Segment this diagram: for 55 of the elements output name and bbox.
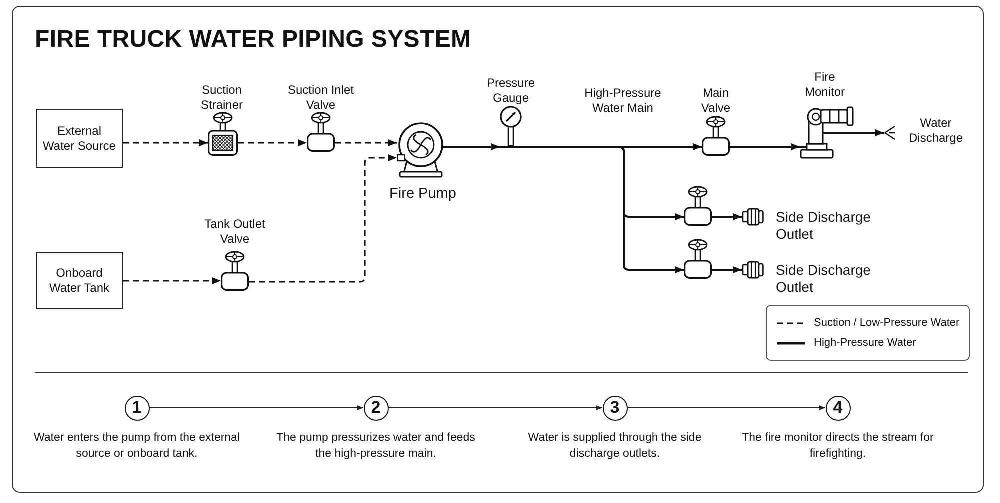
step-circle xyxy=(602,396,628,420)
legend-text: Suction / Low-Pressure Water xyxy=(814,316,960,330)
step-circle xyxy=(364,396,388,420)
component-label: Pressure Gauge xyxy=(486,76,536,106)
flow-arrow xyxy=(522,146,684,274)
flow-arrow xyxy=(238,139,307,147)
flow-arrow xyxy=(123,139,208,147)
component-label: Side Discharge Outlet xyxy=(776,262,872,296)
component-label: Suction Strainer xyxy=(200,83,244,113)
pipe-label: High-Pressure Water Main xyxy=(584,86,662,116)
pump-icon xyxy=(397,122,445,178)
step-arrow xyxy=(149,406,364,410)
node-text: Water Discharge xyxy=(908,116,964,146)
node-text: Onboard Water Tank xyxy=(48,266,111,296)
valve-icon xyxy=(684,186,712,226)
pressure-gauge-icon xyxy=(500,106,522,149)
step-number: 1 xyxy=(132,399,142,417)
step-arrow xyxy=(388,406,603,410)
step-circle xyxy=(826,396,850,420)
valve-icon xyxy=(702,116,730,156)
flow-arrow xyxy=(249,154,397,283)
component-label: Fire Monitor xyxy=(804,70,846,100)
step-description: Water is supplied through the side discharge outlets. xyxy=(527,430,703,462)
coupling-icon xyxy=(742,208,764,226)
step-number: 4 xyxy=(833,399,843,417)
step-arrow xyxy=(627,406,826,410)
valve-icon xyxy=(307,112,335,152)
component-label: Tank Outlet Valve xyxy=(204,217,266,247)
component-label: Main Valve xyxy=(700,86,732,116)
flow-arrow xyxy=(335,139,397,147)
step-description: The pump pressurizes water and feeds the high-pressure main. xyxy=(276,430,476,462)
node-text: External Water Source xyxy=(43,124,116,154)
component-label: Suction Inlet Valve xyxy=(286,83,356,113)
coupling-icon xyxy=(742,261,764,279)
step-description: The fire monitor directs the stream for firefighting. xyxy=(741,430,935,462)
valve-icon xyxy=(221,251,249,292)
flow-arrow xyxy=(712,213,742,221)
flow-arrow xyxy=(123,277,221,285)
flow-arrow xyxy=(712,266,742,274)
step-number: 3 xyxy=(610,399,620,417)
strainer-icon xyxy=(208,112,238,156)
flow-arrow xyxy=(445,143,500,151)
component-label: Side Discharge Outlet xyxy=(776,209,872,243)
process-box xyxy=(36,109,123,168)
process-box xyxy=(36,252,123,309)
valve-icon xyxy=(684,239,712,280)
step-number: 2 xyxy=(371,399,381,417)
legend-text: High-Pressure Water xyxy=(814,336,916,350)
diagram-title: FIRE TRUCK WATER PIPING SYSTEM xyxy=(35,26,472,54)
component-label: Fire Pump xyxy=(390,186,456,203)
step-description: Water enters the pump from the external source or onboard tank. xyxy=(32,430,242,462)
step-circle xyxy=(124,396,150,420)
flow-arrow xyxy=(854,129,884,137)
flow-arrow xyxy=(730,143,800,151)
monitor-nozzle-icon xyxy=(800,106,854,160)
